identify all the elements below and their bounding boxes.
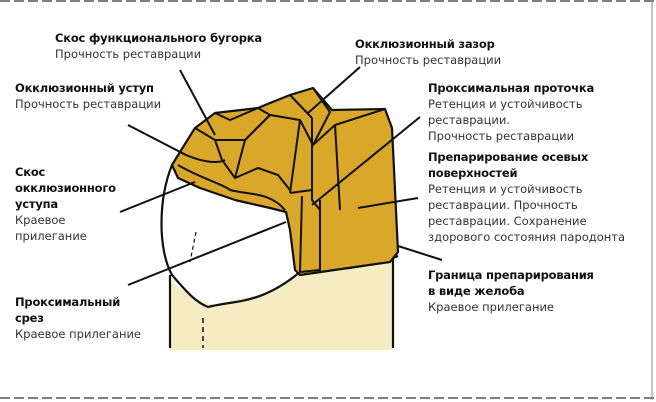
label-title: срез [15,311,44,325]
label-desc: прилегание [15,229,87,243]
label-title: Граница препарирования [428,268,594,282]
tooth-root [170,258,393,350]
label-title: Окклюзионный уступ [15,81,154,95]
label-title: в виде желоба [428,284,525,298]
label-chamfer-margin: Граница препарирования в виде желоба Кра… [428,267,594,315]
label-desc: Краевое прилегание [428,300,555,314]
label-desc: Прочность реставрации [428,129,575,143]
label-desc: реставрации. Сохранение [428,214,587,228]
label-desc: Ретенция и устойчивость [428,182,583,196]
label-title: Скос функционального бугорка [55,31,262,45]
label-title: Проксимальный [15,295,121,309]
label-title: Скос [15,165,46,179]
label-desc: Краевое прилегание [15,327,142,341]
label-desc: реставрации. [428,113,510,127]
label-title: Проксимальная проточка [428,81,595,95]
label-desc: Прочность реставрации [355,53,502,67]
label-title: Препарирование осевых [428,150,589,164]
label-occlusal-shoulder: Окклюзионный уступ Прочность реставрации [15,80,161,112]
label-desc: Прочность реставрации [55,47,202,61]
label-desc: Ретенция и устойчивость [428,97,583,111]
label-desc: здорового состояния пародонта [428,230,626,244]
crown-facets [177,87,386,274]
label-desc: реставрации. Прочность [428,198,578,212]
label-proximal-groove: Проксимальная проточка Ретенция и устойч… [428,80,594,144]
label-title: Окклюзионный зазор [355,37,495,51]
label-proximal-flare: Проксимальный срез Краевое прилегание [15,294,141,342]
label-axial-reduction: Препарирование осевых поверхностей Ретен… [428,149,625,245]
label-desc: Прочность реставрации [15,97,162,111]
label-desc: Краевое [15,213,66,227]
crown-dashed-line [189,231,197,263]
tooth-outline [160,164,399,348]
label-title: поверхностей [428,166,518,180]
leader-lines [119,66,443,286]
label-occlusal-shoulder-bevel: Скос окклюзионного уступа Краевое прилег… [15,164,116,244]
label-functional-cusp-bevel: Скос функционального бугорка Прочность р… [55,30,262,62]
label-title: уступа [15,197,58,211]
crown-preparation [170,86,400,277]
label-occlusal-clearance: Окклюзионный зазор Прочность реставрации [355,36,501,68]
label-title: окклюзионного [15,181,116,195]
